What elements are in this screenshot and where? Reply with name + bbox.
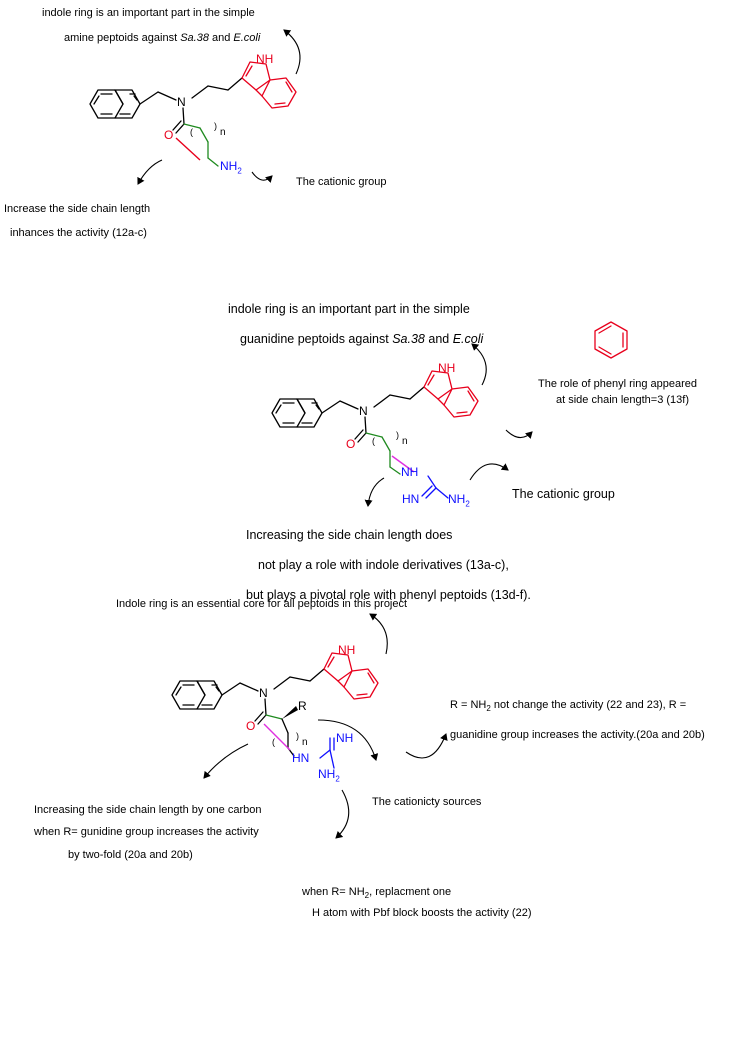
panel3-note-chain-line2: when R= gunidine group increases the act…: [34, 826, 259, 838]
panel2-note-text: and: [424, 332, 453, 346]
panel2-note-phenyl-line1: The role of phenyl ring appeared: [538, 378, 697, 390]
panel2-note-phenyl-line2: at side chain length=3 (13f): [556, 394, 690, 406]
panel2-molecule: [271, 370, 479, 499]
panel2-atom-n: N: [359, 404, 368, 418]
panel3-atom-nh2-text: NH: [318, 767, 336, 781]
panel3-paren-open: (: [272, 737, 275, 747]
panel3-note-r-sub: 2: [486, 704, 491, 714]
panel2-indole-arrow: [471, 343, 487, 386]
panel3-note-r-line2: guanidine group increases the activity.(…: [450, 729, 705, 741]
panel3-n-index: n: [302, 737, 308, 748]
panel2-atom-nh2-text: NH: [448, 492, 466, 506]
panel2-atom-nh2: NH2: [448, 493, 470, 510]
panel3-atom-r: R: [298, 699, 307, 713]
panel3-note-r-text: R = NH: [450, 699, 487, 711]
panel2-note-indole-line2: guanidine peptoids against Sa.38 and E.c…: [240, 332, 483, 347]
panel2-atom-nh-guanidine: NH: [401, 465, 419, 479]
panel3-cation-arrow: [317, 719, 379, 761]
panel3-note-pbf-sub: 2: [364, 891, 370, 901]
panel1-note-indole-line2: amine peptoids against Sa.38 and E.coli: [64, 32, 260, 45]
panel1-atom-nh2: NH2: [220, 160, 242, 177]
panel3-paren-close: ): [296, 731, 299, 741]
panel3-note-chain-line3: by two-fold (20a and 20b): [68, 849, 193, 861]
panel2-note-chain-line3: but plays a pivotal role with phenyl pep…: [246, 588, 531, 602]
panel3-atom-nh-guanidine: NH: [336, 731, 354, 745]
panel1-note-cation: The cationic group: [296, 176, 387, 188]
panel3-atom-n: N: [259, 686, 268, 700]
panel2-note-chain-line2: not play a role with indole derivatives …: [258, 558, 509, 572]
panel2-paren-open: (: [372, 436, 375, 446]
panel2-atom-hn: HN: [402, 492, 420, 506]
panel2-note-ecoli: E.coli: [452, 332, 484, 346]
panel3-note-indole: Indole ring is an essential core for all…: [116, 598, 408, 610]
panel3-note-pbf-text: when R= NH: [302, 886, 365, 898]
panel1-atom-nh2-sub: 2: [237, 166, 242, 176]
panel1-molecule: [89, 61, 297, 167]
panel1-indole-arrow: [283, 29, 301, 75]
panel1-note-text: amine peptoids against: [64, 32, 181, 44]
panel1-chain-arrow: [137, 159, 163, 185]
panel3-atom-hn: HN: [292, 751, 310, 765]
panel3-indole-arrow: [369, 613, 388, 655]
panel2-naphthalene: [271, 398, 323, 428]
panel2-paren-close: ): [396, 430, 399, 440]
panel3-note-chain-line1: Increasing the side chain length by one …: [34, 804, 262, 816]
panel2-n-index: n: [402, 436, 408, 447]
panel3-atom-nh: NH: [338, 643, 356, 657]
panel1-note-sa38: Sa.38: [180, 32, 209, 44]
panel3-chain-arrow: [203, 743, 249, 779]
panel1-note-chain-line2: inhances the activity (12a-c): [10, 227, 147, 239]
panel3-atom-nh2: NH2: [318, 768, 340, 785]
panel3-note-r-line1: R = NH2 not change the activity (22 and …: [450, 699, 686, 715]
panel1-paren-close: ): [214, 121, 217, 131]
panel1-atom-nh2-text: NH: [220, 159, 238, 173]
panel1-note-text: and: [208, 32, 234, 44]
panel3-atom-o: O: [246, 719, 256, 733]
panel3-naphthalene: [171, 680, 223, 710]
panel1-naphthalene: [89, 89, 141, 119]
panel1-n-index: n: [220, 127, 226, 138]
panel2-cation-arrow: [469, 463, 509, 481]
panel1-indole: [241, 61, 297, 109]
panel3-indole: [323, 652, 379, 700]
panel1-note-chain-line1: Increase the side chain length: [4, 203, 151, 215]
panel2-note-indole-line1: indole ring is an important part in the …: [228, 302, 470, 316]
panel3-pbf-arrow: [335, 789, 350, 839]
panel3-r-arrow: [405, 733, 448, 759]
panel2-chain-arrow: [364, 477, 385, 507]
panel3-atom-nh2-sub: 2: [335, 774, 340, 784]
panel1-note-indole-line1: indole ring is an important part in the …: [42, 7, 255, 19]
panel2-atom-o: O: [346, 437, 356, 451]
panel2-note-sa38: Sa.38: [392, 332, 425, 346]
panel2-note-text: guanidine peptoids against: [240, 332, 393, 346]
panel3-note-pbf-line1: when R= NH2, replacment one: [302, 886, 451, 902]
panel2-atom-nh: NH: [438, 361, 456, 375]
panel1-note-ecoli: E.coli: [233, 32, 261, 44]
panel1-atom-o: O: [164, 128, 174, 142]
panel2-indole: [423, 370, 479, 418]
panel1-cation-arrow: [251, 171, 273, 184]
panel2-phenyl-arrow: [505, 429, 533, 440]
panel1-atom-nh: NH: [256, 52, 274, 66]
phenyl-ring: [594, 321, 628, 359]
panel2-atom-nh2-sub: 2: [465, 499, 470, 509]
panel3-note-pbf-line2: H atom with Pbf block boosts the activit…: [312, 907, 532, 919]
panel3-note-pbf-text: , replacment one: [369, 886, 452, 898]
panel3-note-cation: The cationicty sources: [372, 796, 482, 808]
panel3-molecule: [171, 652, 379, 769]
panel1-paren-open: (: [190, 127, 193, 137]
panel3-note-r-text: not change the activity (22 and 23), R =: [490, 699, 687, 711]
panel2-note-chain-line1: Increasing the side chain length does: [246, 528, 453, 542]
panel1-atom-n: N: [177, 95, 186, 109]
panel2-note-cation: The cationic group: [512, 487, 615, 501]
